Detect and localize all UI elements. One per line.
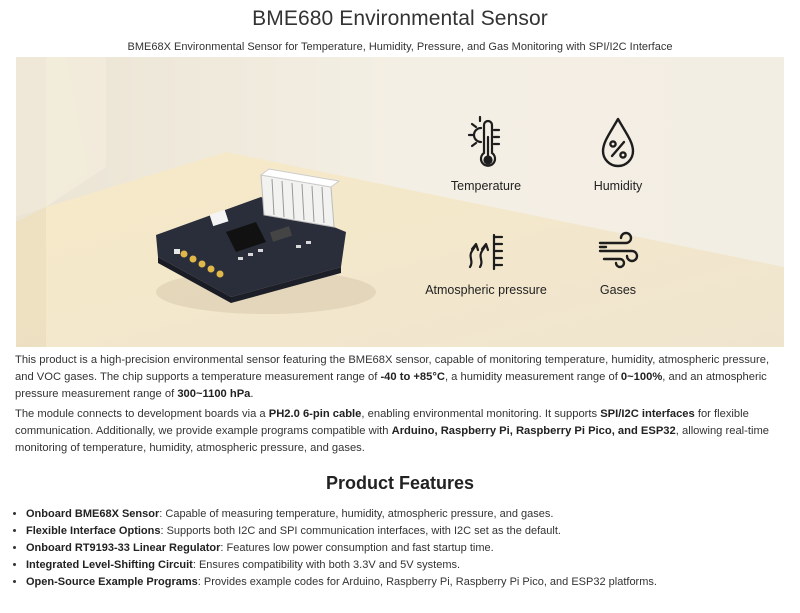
feature-name: Open-Source Example Programs — [26, 576, 198, 588]
feature-text: : Supports both I2C and SPI communicatio… — [160, 525, 561, 537]
desc-text: . — [250, 388, 254, 400]
feature-name: Onboard RT9193-33 Linear Regulator — [26, 542, 221, 554]
sensor-board-image — [156, 168, 346, 303]
features-list: Onboard BME68X Sensor: Capable of measur… — [10, 506, 800, 591]
description-paragraph-1: This product is a high-precision environ… — [15, 352, 787, 403]
feature-pressure: Atmospheric pressure — [422, 229, 550, 297]
feature-text: : Capable of measuring temperature, humi… — [159, 508, 554, 520]
list-item: Open-Source Example Programs: Provides e… — [26, 574, 800, 591]
page-subtitle: BME68X Environmental Sensor for Temperat… — [127, 41, 673, 53]
pressure-range: 300~1100 hPa — [177, 388, 251, 400]
desc-text: This product is a high-precision environ… — [15, 354, 770, 383]
cable-spec: PH2.0 6-pin cable — [268, 408, 362, 420]
thermometer-sun-icon — [467, 115, 501, 167]
feature-label: Gases — [599, 283, 637, 297]
wind-gas-icon — [598, 231, 639, 269]
feature-label: Temperature — [450, 179, 522, 193]
humidity-drop-icon — [601, 117, 635, 168]
feature-text: : Provides example codes for Arduino, Ra… — [197, 576, 657, 588]
platform-list: Arduino, Raspberry Pi, Raspberry Pi Pico… — [391, 425, 676, 437]
feature-text: : Ensures compatibility with both 3.3V a… — [192, 559, 461, 571]
desc-text: , and an atmospheric pressure measuremen… — [15, 371, 767, 400]
feature-label: Humidity — [593, 179, 643, 193]
humidity-range: 0~100% — [620, 371, 663, 383]
feature-name: Integrated Level-Shifting Circuit — [26, 559, 193, 571]
feature-humidity: Humidity — [571, 115, 665, 193]
desc-text: , a humidity measurement range of — [444, 371, 621, 383]
product-banner: Temperature Humidity — [16, 57, 784, 347]
list-item: Flexible Interface Options: Supports bot… — [26, 523, 800, 540]
desc-text: , allowing real-time monitoring of tempe… — [15, 425, 770, 454]
desc-text: The module connects to development board… — [15, 408, 269, 420]
temp-range: -40 to +85°C — [380, 371, 445, 383]
feature-name: Flexible Interface Options — [26, 525, 161, 537]
feature-name: Onboard BME68X Sensor — [26, 508, 160, 520]
list-item: Onboard BME68X Sensor: Capable of measur… — [26, 506, 800, 523]
feature-temperature: Temperature — [428, 115, 544, 193]
feature-text: : Features low power consumption and fas… — [220, 542, 494, 554]
list-item: Onboard RT9193-33 Linear Regulator: Feat… — [26, 540, 800, 557]
page-title: BME680 Environmental Sensor — [252, 7, 548, 30]
list-item: Integrated Level-Shifting Circuit: Ensur… — [26, 557, 800, 574]
feature-gases: Gases — [578, 229, 658, 297]
pressure-icon — [468, 233, 504, 271]
banner-scene — [16, 57, 784, 347]
interface-spec: SPI/I2C interfaces — [600, 408, 695, 420]
feature-label: Atmospheric pressure — [425, 283, 547, 297]
features-heading: Product Features — [325, 473, 475, 493]
description-paragraph-2: The module connects to development board… — [15, 406, 787, 457]
desc-text: , enabling environmental monitoring. It … — [361, 408, 601, 420]
desc-text: for flexible communication. Additionally… — [15, 408, 749, 437]
